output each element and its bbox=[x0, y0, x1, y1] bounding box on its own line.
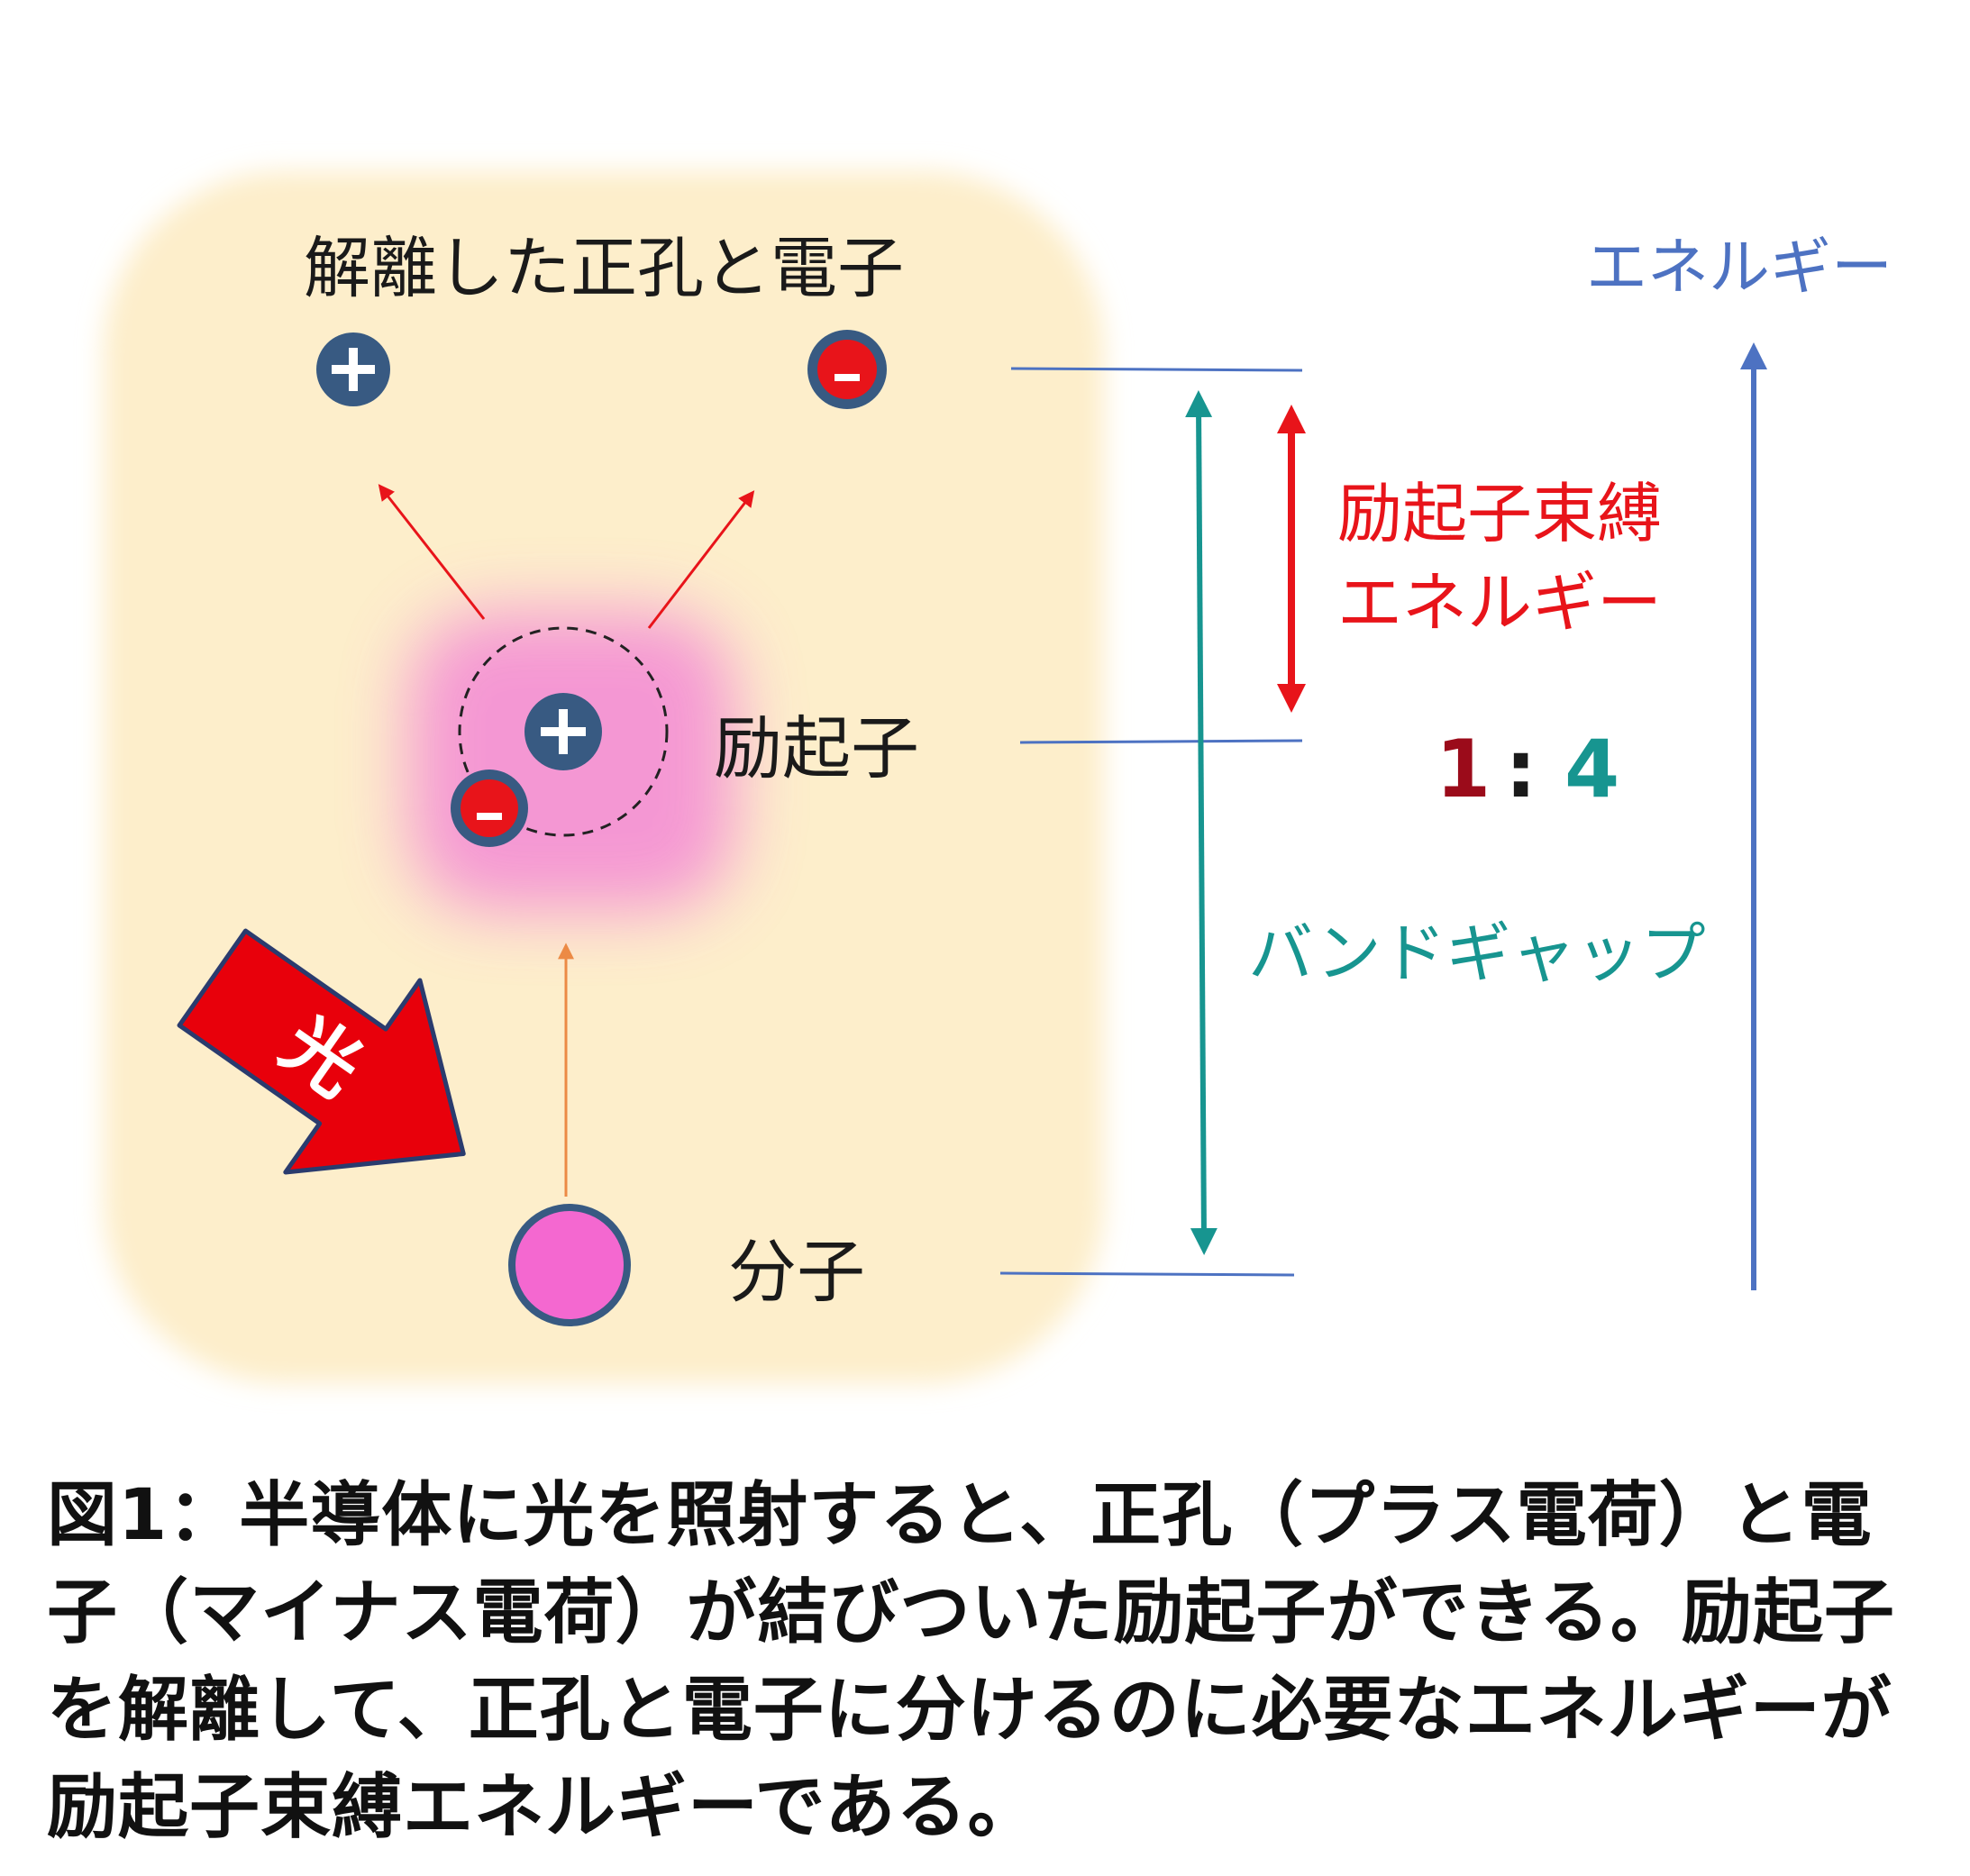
exciton-label: 励起子 bbox=[714, 708, 919, 788]
exciton-orbit bbox=[458, 626, 669, 837]
molecule-circle bbox=[508, 1204, 631, 1326]
figure-caption: 図1：半導体に光を照射すると、正孔（プラス電荷）と電子（マイナス電荷）が結びつい… bbox=[47, 1475, 1895, 1848]
level-molecule bbox=[999, 1271, 1295, 1277]
exciton-hole-charge bbox=[524, 693, 602, 770]
binding-label-line1: 励起子束縛 bbox=[1337, 476, 1662, 551]
dissociated-label: 解離した正孔と電子 bbox=[304, 230, 904, 307]
light-arrow: 光 bbox=[177, 928, 466, 1175]
split-arrow-right bbox=[647, 490, 755, 629]
ratio-left: 1 bbox=[1436, 723, 1491, 815]
ratio-right: 4 bbox=[1564, 723, 1619, 815]
free-electron-charge bbox=[807, 330, 887, 409]
bandgap-label: バンドギャップ bbox=[1248, 915, 1706, 991]
split-arrow-left bbox=[378, 484, 486, 620]
molecule-label: 分子 bbox=[728, 1232, 865, 1312]
exciton-diagram: 解離した正孔と電子 励起子 光 分子 バンドギャップ bbox=[104, 171, 1892, 1383]
level-exciton bbox=[1019, 739, 1303, 744]
binding-label-line2: エネルギー bbox=[1337, 565, 1662, 641]
free-hole-charge bbox=[316, 332, 390, 406]
bandgap-arrow bbox=[1185, 390, 1218, 1255]
exciton-electron-charge bbox=[451, 770, 528, 847]
level-dissociated bbox=[1010, 367, 1303, 372]
ratio-separator: : bbox=[1505, 723, 1537, 815]
energy-axis-label: エネルギー bbox=[1586, 232, 1892, 304]
